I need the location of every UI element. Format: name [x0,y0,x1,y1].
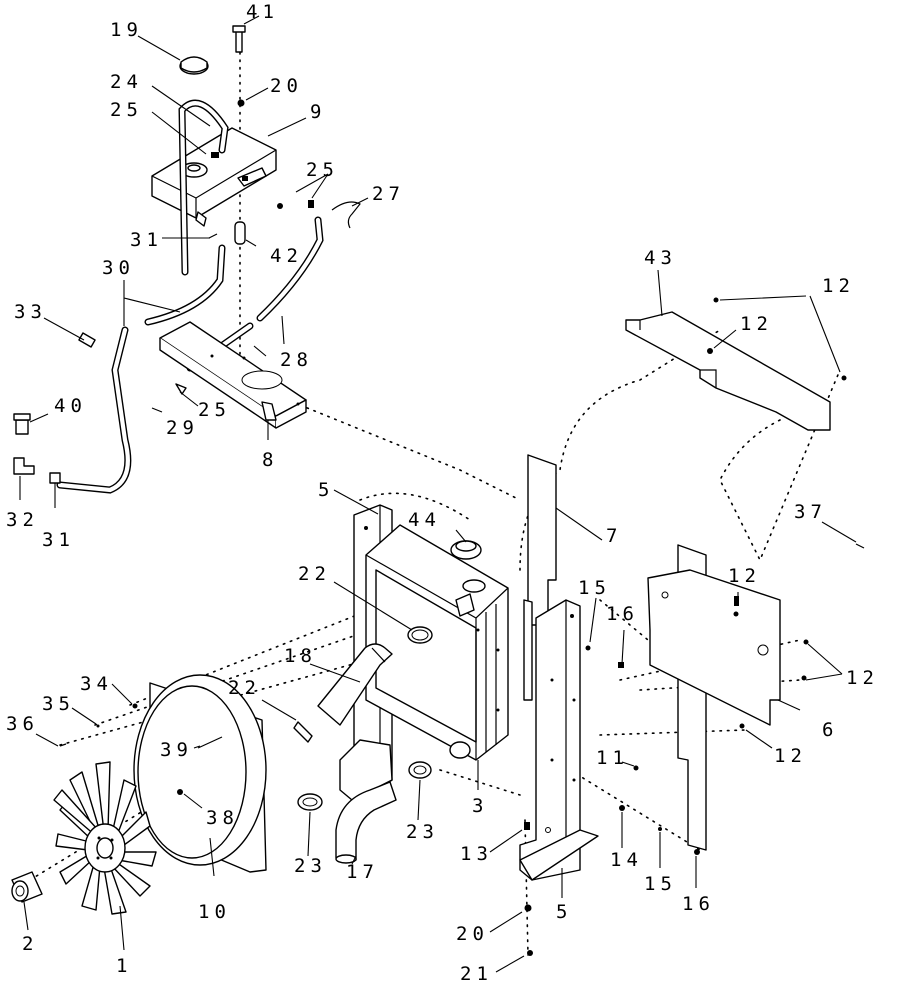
overflow-hose-24 [178,99,229,276]
callout-25-upper: 25 [110,99,143,121]
callout-22-upper: 22 [298,563,331,585]
fitting-40 [13,413,31,435]
callout-39: 39 [160,739,193,761]
hose-clamp-22-upper [407,626,433,644]
callout-20-lower: 20 [456,923,489,945]
radiator-3 [365,524,509,761]
callout-30: 30 [102,257,135,279]
callout-36: 36 [6,713,39,735]
expansion-tank [151,127,277,227]
callout-labels: 19 41 24 25 20 9 25 27 31 42 30 43 12 12… [6,1,879,985]
back-plate-6 [647,569,809,729]
callout-23-left: 23 [294,855,327,877]
callout-44: 44 [408,509,441,531]
callout-13: 13 [460,843,493,865]
fan-spacer-2 [11,871,43,903]
callout-12-side: 12 [728,565,761,587]
callout-32: 32 [6,509,39,531]
side-panel-7-left [523,454,557,701]
callout-37: 37 [794,501,827,523]
callout-9: 9 [310,101,326,123]
callout-1: 1 [116,955,132,977]
elbow-clamps-25 [277,200,314,209]
clamp-31-top [208,233,218,239]
callout-41: 41 [246,1,279,23]
callout-20-upper: 20 [270,75,303,97]
callout-21: 21 [460,963,493,985]
callout-38: 38 [206,807,239,829]
callout-27: 27 [372,183,405,205]
callout-5-lower: 5 [556,901,572,923]
spacer-42 [234,221,246,245]
fan-1 [53,761,157,915]
callout-25-lower: 25 [198,399,231,421]
callout-12-top: 12 [822,275,855,297]
callout-35: 35 [42,693,75,715]
support-plate-43 [625,297,847,431]
hose-clamps-23 [297,761,432,811]
callout-16-upper: 16 [606,603,639,625]
bracket-27 [331,201,361,229]
callout-23-right: 23 [406,821,439,843]
tank-bolt [232,25,246,53]
callout-7: 7 [606,525,622,547]
callout-6: 6 [822,719,838,741]
callout-42: 42 [270,245,303,267]
callout-22-lower: 22 [228,677,261,699]
callout-8: 8 [262,449,278,471]
radiator-cap-44 [450,540,482,560]
callout-10: 10 [198,901,231,923]
callout-15-upper: 15 [578,577,611,599]
callout-12-bottom: 12 [774,745,807,767]
callout-24: 24 [110,71,143,93]
callout-2: 2 [22,933,38,955]
callout-31-upper: 31 [130,229,163,251]
callout-14: 14 [610,849,643,871]
callout-34: 34 [80,673,113,695]
callout-15-lower: 15 [644,873,677,895]
callout-25-elbow: 25 [306,159,339,181]
callout-19: 19 [110,19,143,41]
screw-29 [151,407,163,413]
callout-43: 43 [644,247,677,269]
lower-hose-17 [335,781,397,864]
clip-25-bracket [175,383,187,395]
expansion-tank-cap [179,56,209,75]
upper-hose-18 [317,643,393,726]
bolt-39 [197,736,223,749]
mounting-bracket-8 [159,321,307,429]
callout-31-lower: 31 [42,529,75,551]
callout-12-right: 12 [846,667,879,689]
callout-29: 29 [166,417,199,439]
small-hardware [524,543,865,956]
upright-bracket-5-right [519,599,624,881]
callout-40: 40 [54,395,87,417]
callout-3: 3 [472,795,488,817]
fan-shroud-10 [59,674,267,873]
leader-lines [19,15,857,973]
callout-17: 17 [346,861,379,883]
callout-28: 28 [280,349,313,371]
callout-11: 11 [596,747,629,769]
clamp-31-bottom [49,472,61,484]
nut-38 [177,789,183,795]
callout-12-mid: 12 [740,313,773,335]
hose-clamp-25-top [211,152,219,158]
callout-33: 33 [14,301,47,323]
washer-20-top [237,99,245,107]
connector-33 [78,332,96,348]
drain-fitting-22 [293,721,313,743]
callout-5-upper: 5 [318,479,334,501]
elbow-fitting-32 [13,457,35,475]
callout-16-lower: 16 [682,893,715,915]
callout-18: 18 [284,645,317,667]
